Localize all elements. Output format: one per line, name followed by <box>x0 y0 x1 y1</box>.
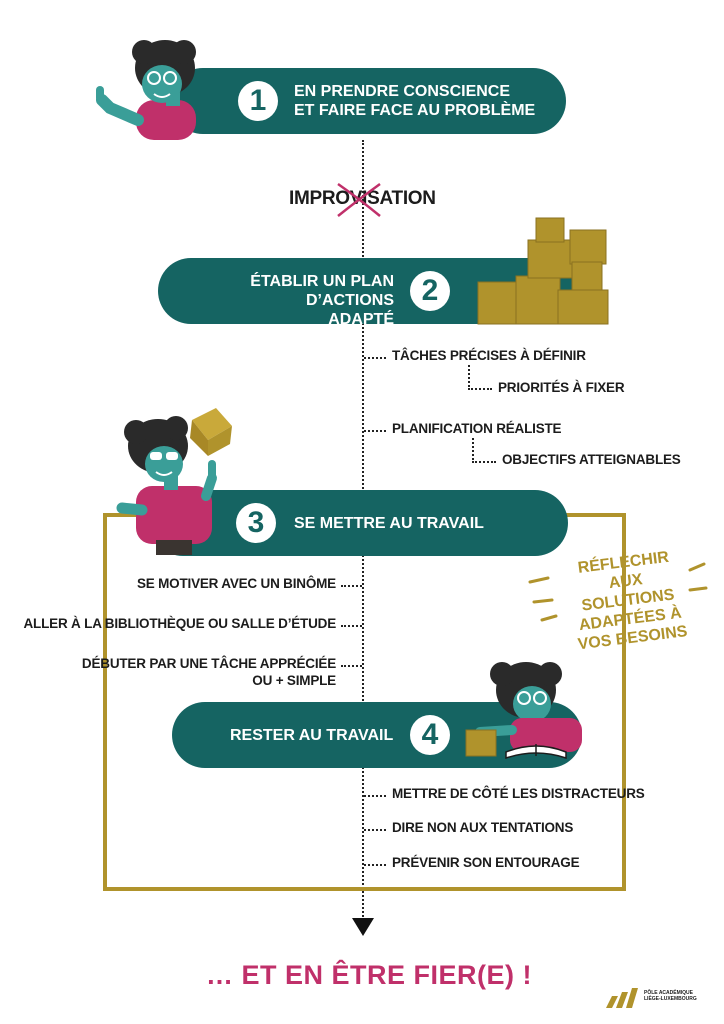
improvisation-word: IMPROVISATION <box>289 188 436 210</box>
callout-rays-icon <box>528 562 708 622</box>
step-4-number: 4 <box>410 715 450 755</box>
logo-line-2: LIÈGE-LUXEMBOURG <box>644 996 697 1002</box>
step-2-number: 2 <box>410 271 450 311</box>
connector-2 <box>468 388 492 390</box>
step-3-title: SE METTRE AU TRAVAIL <box>294 515 484 532</box>
stay-item-temptations: DIRE NON AUX TENTATIONS <box>392 820 574 835</box>
logo-text: PÔLE ACADÉMIQUE LIÈGE-LUXEMBOURG <box>644 990 697 1002</box>
plan-item-goals: OBJECTIFS ATTEIGNABLES <box>502 452 681 467</box>
student-thumbs-up-illustration <box>96 40 196 140</box>
step-1-banner: 1 EN PRENDRE CONSCIENCE ET FAIRE FACE AU… <box>170 68 566 134</box>
stay-item-entourage: PRÉVENIR SON ENTOURAGE <box>392 855 580 870</box>
connector-5 <box>341 585 362 587</box>
work-item-binome: SE MOTIVER AVEC UN BINÔME <box>136 576 336 591</box>
student-spinning-box-illustration <box>116 408 232 555</box>
connector-6 <box>341 625 362 627</box>
step-3-banner: 3 SE METTRE AU TRAVAIL <box>150 490 568 556</box>
plan-item-tasks: TÂCHES PRÉCISES À DÉFINIR <box>392 348 586 363</box>
stacked-boxes-illustration <box>477 217 609 325</box>
step-1-number: 1 <box>238 81 278 121</box>
plan-item-priorities: PRIORITÉS À FIXER <box>498 380 625 395</box>
work-item-start-task: DÉBUTER PAR UNE TÂCHE APPRÉCIÉE <box>81 656 336 671</box>
work-item-start-task-2: OU + SIMPLE <box>252 673 336 688</box>
step-1-title-line2: ET FAIRE FACE AU PROBLÈME <box>294 102 536 119</box>
connector-4 <box>472 461 496 463</box>
improvisation-struck-part: VIS <box>349 188 380 209</box>
work-item-library: ALLER À LA BIBLIOTHÈQUE OU SALLE D’ÉTUDE <box>23 616 337 631</box>
final-message: … ET EN ÊTRE FIER(E) ! <box>206 960 533 990</box>
strike-cross-icon <box>337 182 381 217</box>
connector-9 <box>364 829 386 831</box>
connector-8 <box>364 795 386 797</box>
step-2-title-line2: D’ACTIONS ADAPTÉ <box>306 292 394 328</box>
plan-item-planning: PLANIFICATION RÉALISTE <box>392 421 562 436</box>
connector-7 <box>341 665 362 667</box>
connector-2-vert <box>468 365 470 387</box>
step-4-title: RESTER AU TRAVAIL <box>230 727 394 744</box>
logo-line-1: PÔLE ACADÉMIQUE <box>644 990 693 996</box>
stay-item-distractions: METTRE DE CÔTÉ LES DISTRACTEURS <box>392 786 645 801</box>
pole-academique-logo-icon <box>606 988 638 1008</box>
connector-10 <box>364 864 386 866</box>
step-3-number: 3 <box>236 503 276 543</box>
step-1-title-line1: EN PRENDRE CONSCIENCE <box>294 83 511 100</box>
connector-1 <box>364 357 386 359</box>
timeline-arrow-icon <box>352 918 374 936</box>
improvisation-part-1: IMPRO <box>289 188 350 209</box>
step-2-title-line1: ÉTABLIR UN PLAN <box>250 273 394 290</box>
student-reading-illustration <box>465 662 582 760</box>
improvisation-part-2: ATION <box>379 188 437 209</box>
step-4-banner: RESTER AU TRAVAIL 4 <box>172 702 582 768</box>
connector-4-vert <box>472 438 474 460</box>
connector-3 <box>364 430 386 432</box>
